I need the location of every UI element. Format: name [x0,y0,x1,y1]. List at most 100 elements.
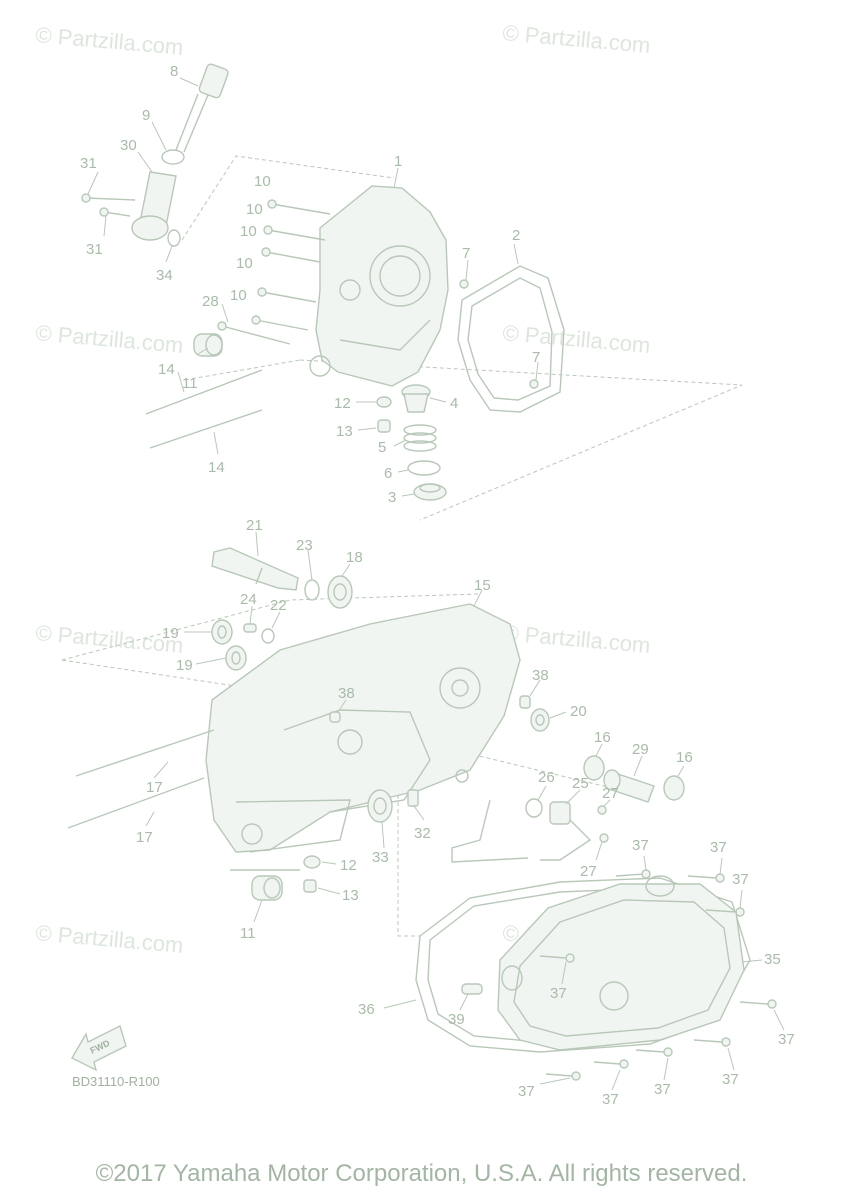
seal-part-33 [367,789,393,823]
callout-10: 10 [240,223,257,240]
bolt-part-31 [81,193,136,203]
callout-7: 7 [532,349,540,366]
watermark: © Partzilla.com [502,620,652,658]
callout-11: 11 [182,375,198,392]
callout-37: 37 [710,839,727,856]
bolt-part-31 [99,207,131,217]
callout-1: 1 [394,153,402,170]
o-ring-part-6 [407,460,441,476]
callout-31: 31 [80,155,97,172]
callout-26: 26 [538,769,555,786]
callout-37: 37 [632,837,649,854]
bolt-part-10 [263,225,326,241]
bearing-part-18 [327,575,353,609]
callout-18: 18 [346,549,363,566]
callout-16: 16 [676,749,693,766]
stud-part-17 [67,777,205,829]
watermark: © Partzilla.com [35,22,185,60]
callout-37: 37 [550,985,567,1002]
bolt-part-37 [545,1071,581,1081]
callout-11: 11 [240,925,256,942]
dowel-pin-part-7 [459,279,469,289]
bolt-part-37 [693,1037,731,1047]
pipe-part-29 [603,769,655,803]
gasket-part-2 [457,265,565,413]
callout-10: 10 [236,255,253,272]
dowel-part-39 [461,983,483,995]
callout-7: 7 [462,245,470,262]
leader-lines [87,77,785,1091]
callout-6: 6 [384,465,392,482]
callout-5: 5 [378,439,386,456]
callout-31: 31 [86,241,103,258]
bolt-part-37 [739,999,777,1009]
bolt-part-37 [635,1047,673,1057]
stud-part-14 [149,409,263,449]
callout-14: 14 [208,459,225,476]
callout-10: 10 [246,201,263,218]
callouts: 8 9 30 31 31 34 1 10 10 10 10 10 2 7 7 2… [80,63,795,1108]
lower-assembly [415,869,777,1081]
callout-29: 29 [632,741,649,758]
bolt-part-32 [407,789,419,807]
callout-22: 22 [270,597,287,614]
watermark: © Partzilla.com [502,320,652,358]
plug-part-13 [303,879,317,893]
bolt-part-10 [251,315,309,331]
cap-part-3 [413,483,447,501]
bushing-part-16 [583,755,605,781]
bolt-part-27 [597,805,607,815]
dowel-part-11 [193,333,223,357]
watermark: © Partzilla.com [502,20,652,58]
stud-part-17 [75,729,215,777]
seal-part-19 [225,645,247,671]
callout-34: 34 [156,267,173,284]
crankcase-left-part-15 [205,603,521,871]
watermark: © Partzilla.com [35,320,185,358]
dowel-part-38 [519,695,531,709]
bolt-part-10 [261,247,321,263]
callout-15: 15 [474,577,491,594]
callout-27: 27 [602,785,619,802]
bolt-part-37 [539,953,575,963]
bolt-part-10 [267,199,331,215]
shaft-part-21 [211,547,299,591]
callout-10: 10 [230,287,247,304]
callout-38: 38 [338,685,355,702]
callout-3: 3 [388,489,396,506]
callout-12: 12 [334,395,351,412]
callout-14: 14 [158,361,175,378]
crankcase-cover-part-35 [497,875,745,1051]
callout-4: 4 [450,395,458,412]
callout-13: 13 [336,423,353,440]
callout-39: 39 [448,1011,465,1028]
callout-28: 28 [202,293,219,310]
dowel-part-38 [329,711,341,723]
dowel-pin-part-7 [529,379,539,389]
bolt-part-28 [217,321,291,345]
callout-36: 36 [358,1001,375,1018]
callout-12: 12 [340,857,357,874]
callout-35: 35 [764,951,781,968]
callout-27: 27 [580,863,597,880]
crankcase-right-part-1 [309,185,449,387]
callout-23: 23 [296,537,313,554]
washer-part-22 [261,628,275,644]
strainer-part-4 [401,384,431,413]
callout-21: 21 [246,517,263,534]
pin-part-24 [243,623,257,633]
callout-9: 9 [142,107,150,124]
fwd-arrow-icon: FWD [71,1025,127,1072]
callout-37: 37 [778,1031,795,1048]
callout-17: 17 [136,829,153,846]
callout-8: 8 [170,63,178,80]
plug-part-13 [377,419,391,433]
callout-37: 37 [732,871,749,888]
washer-part-12 [376,396,392,408]
callout-33: 33 [372,849,389,866]
bushing-part-16 [663,775,685,801]
callout-20: 20 [570,703,587,720]
seal-part-19 [211,619,233,645]
circlip-part-23 [304,579,320,601]
upper-assembly [81,63,743,521]
